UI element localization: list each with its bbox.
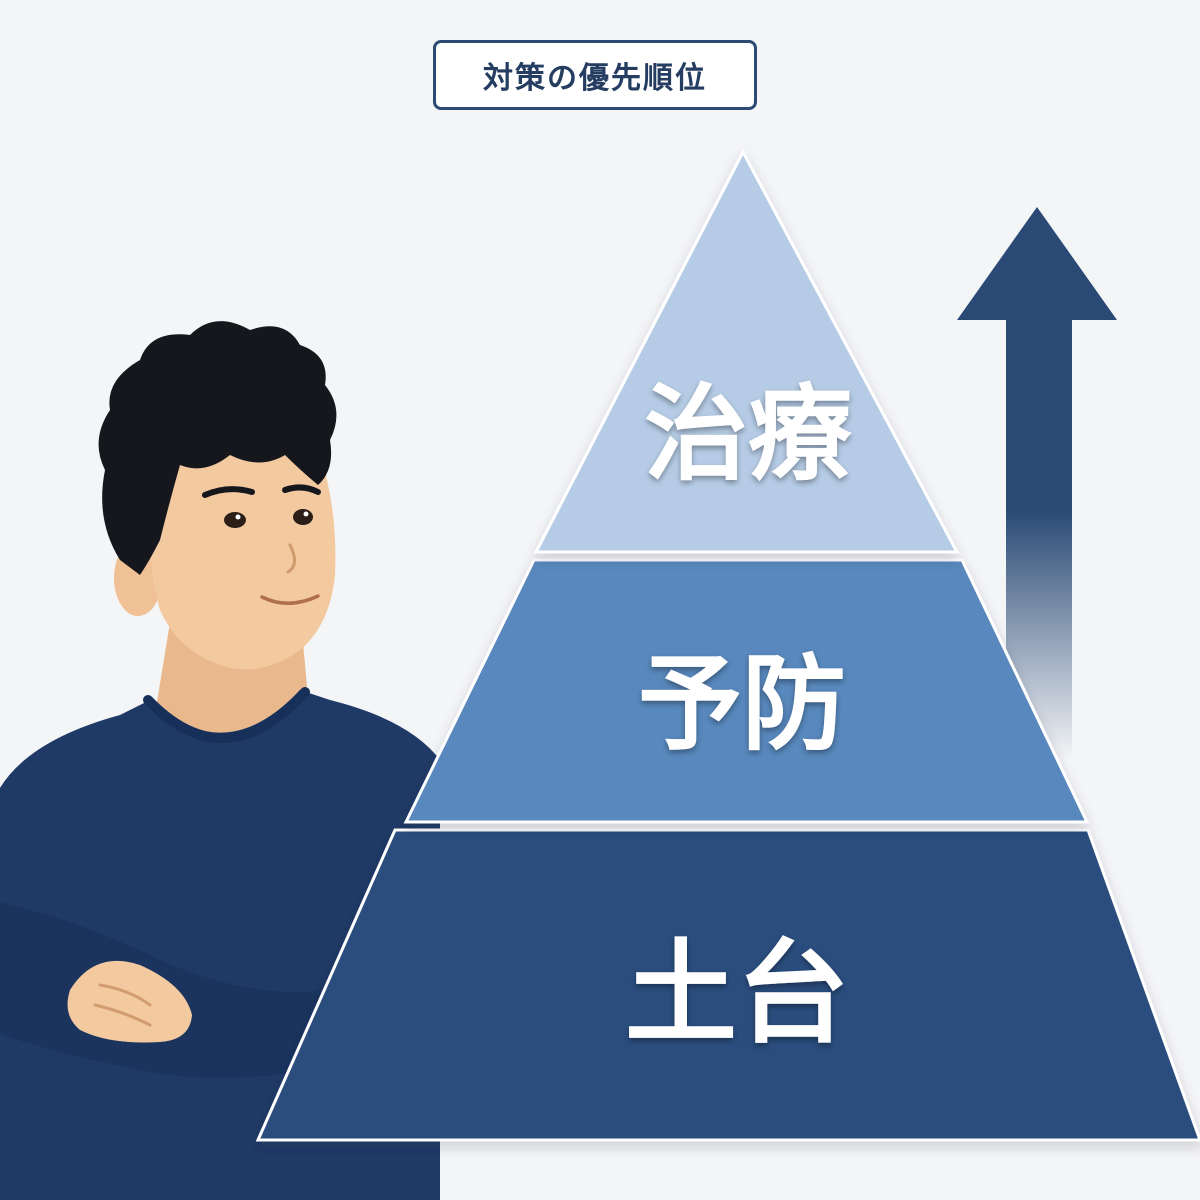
pyramid-tier-middle — [403, 558, 1090, 824]
person-illustration — [0, 321, 440, 1200]
pyramid: 治療 予防 土台 — [255, 148, 1200, 1142]
tier-label-bottom: 土台 — [625, 929, 849, 1059]
diagram-title: 対策の優先順位 — [433, 40, 757, 110]
tier-label-middle: 予防 — [638, 643, 846, 765]
pyramid-tier-bottom — [255, 828, 1200, 1142]
tier-label-top: 治療 — [644, 373, 852, 495]
upward-arrow-icon — [957, 207, 1117, 760]
pyramid-tier-top — [533, 148, 960, 554]
hair — [98, 321, 337, 575]
hand — [67, 960, 192, 1043]
